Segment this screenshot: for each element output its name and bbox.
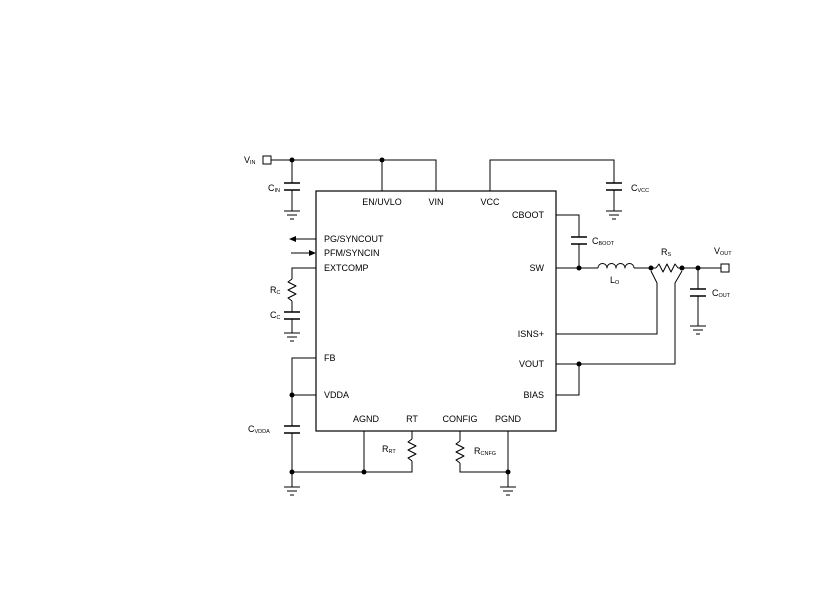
lo-inductor-icon bbox=[597, 263, 635, 269]
junction-dot bbox=[379, 157, 385, 163]
pin-config: CONFIG bbox=[443, 414, 478, 424]
cin-label: CIN bbox=[268, 183, 280, 194]
ground-icon bbox=[690, 325, 706, 335]
pin-vcc: VCC bbox=[480, 197, 500, 207]
power-ground-bus bbox=[459, 463, 508, 473]
ground-icon bbox=[284, 486, 300, 496]
vout-sense-wire bbox=[556, 270, 683, 365]
cboot-capacitor-icon bbox=[571, 236, 587, 245]
rs-resistor-icon bbox=[655, 263, 679, 273]
vin-terminal-icon bbox=[262, 155, 272, 165]
vin-terminal-label: VIN bbox=[244, 155, 256, 166]
rrt-label: RRT bbox=[382, 444, 396, 455]
pin-isns-plus: ISNS+ bbox=[518, 329, 544, 339]
rs-label: RS bbox=[661, 247, 672, 258]
junction-dot bbox=[576, 361, 582, 367]
cboot-wire bbox=[556, 214, 580, 268]
junction-dot bbox=[576, 265, 582, 271]
pin-pg-syncout: PG/SYNCOUT bbox=[324, 234, 384, 244]
rc-label: RC bbox=[270, 285, 281, 296]
pin-cboot: CBOOT bbox=[512, 210, 545, 220]
cvdda-label: CVDDA bbox=[248, 424, 270, 435]
cvcc-label: CVCC bbox=[631, 183, 649, 194]
pin-rt: RT bbox=[406, 414, 418, 424]
bias-wire bbox=[556, 364, 580, 396]
cc-capacitor-icon bbox=[284, 311, 300, 320]
pin-fb: FB bbox=[324, 353, 336, 363]
junction-dot bbox=[361, 469, 367, 475]
rrt-resistor-icon bbox=[407, 438, 417, 462]
cc-label: CC bbox=[270, 310, 281, 321]
junction-dot bbox=[289, 469, 295, 475]
pin-vout: VOUT bbox=[519, 359, 545, 369]
pin-pfm-syncin: PFM/SYNCIN bbox=[324, 248, 380, 258]
ic-body bbox=[315, 190, 557, 432]
pin-agnd: AGND bbox=[353, 414, 380, 424]
junction-dot bbox=[679, 265, 685, 271]
vcc-wire bbox=[489, 159, 615, 211]
pin-sw: SW bbox=[530, 263, 545, 273]
analog-ground-bus bbox=[292, 461, 413, 473]
pin-pgnd: PGND bbox=[495, 414, 522, 424]
ground-icon bbox=[500, 486, 516, 496]
isns-plus-wire bbox=[556, 270, 658, 335]
rcnfg-label: RCNFG bbox=[474, 446, 496, 457]
cout-capacitor-icon bbox=[690, 288, 706, 297]
ground-icon bbox=[284, 210, 300, 220]
arrow-right-icon bbox=[309, 250, 316, 256]
arrow-left-icon bbox=[289, 236, 296, 242]
vin-rail-wire bbox=[271, 159, 437, 191]
rcnfg-resistor-icon bbox=[455, 440, 465, 464]
junction-dot bbox=[505, 469, 511, 475]
fb-wire bbox=[291, 357, 316, 426]
cvcc-capacitor-icon bbox=[606, 182, 622, 191]
ground-icon bbox=[284, 332, 300, 342]
pin-bias: BIAS bbox=[523, 390, 544, 400]
vout-terminal-icon bbox=[720, 263, 730, 273]
cboot-label: CBOOT bbox=[592, 236, 615, 247]
pin-vin: VIN bbox=[428, 197, 443, 207]
pin-en-uvlo: EN/UVLO bbox=[362, 197, 402, 207]
pin-vdda: VDDA bbox=[324, 390, 349, 400]
ground-icon bbox=[606, 210, 622, 220]
rc-resistor-icon bbox=[287, 278, 297, 302]
lo-label: LO bbox=[610, 275, 620, 286]
cin-capacitor-icon bbox=[284, 182, 300, 191]
cvdda-capacitor-icon bbox=[284, 425, 300, 434]
junction-dot bbox=[648, 265, 654, 271]
junction-dot bbox=[289, 392, 295, 398]
vout-terminal-label: VOUT bbox=[714, 246, 732, 257]
pin-extcomp: EXTCOMP bbox=[324, 263, 369, 273]
extcomp-wire bbox=[291, 267, 316, 279]
cout-label: COUT bbox=[712, 288, 731, 299]
